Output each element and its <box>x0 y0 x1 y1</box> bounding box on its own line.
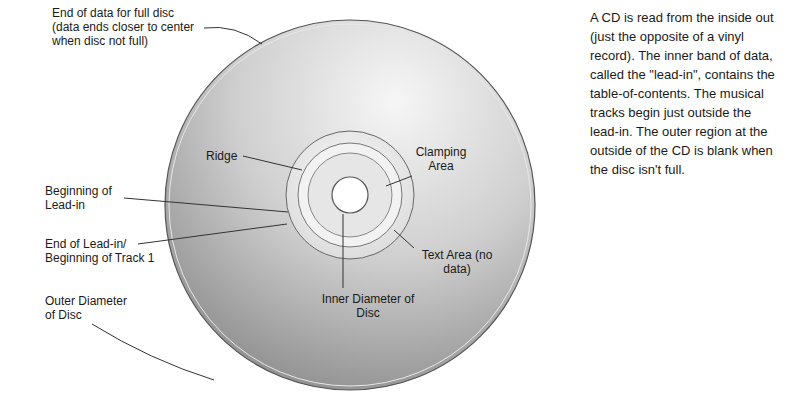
leader-lines <box>92 27 414 380</box>
callout-label: Clamping Area <box>405 145 477 173</box>
callout-label: Inner Diameter of Disc <box>318 292 418 320</box>
ridge-ring <box>298 143 402 247</box>
center-hole <box>332 177 368 213</box>
outer-edge <box>169 24 531 386</box>
callout-label: End of Lead-in/ Beginning of Track 1 <box>45 237 167 265</box>
callout-label: Outer Diameter of Disc <box>45 294 137 322</box>
leader-line <box>243 156 302 170</box>
callout-label: End of data for full disc (data ends clo… <box>52 6 202 48</box>
leader-line <box>124 198 288 212</box>
explanatory-note: A CD is read from the inside out (just t… <box>590 8 780 179</box>
leader-line <box>92 324 214 380</box>
callout-label: Ridge <box>206 149 246 163</box>
clamping-ring <box>308 153 392 237</box>
callout-label: Beginning of Lead-in <box>45 184 123 212</box>
disc <box>165 20 535 390</box>
leader-line <box>386 176 412 186</box>
callout-label: Text Area (no data) <box>416 248 498 276</box>
leader-line <box>138 224 287 244</box>
leader-line <box>394 230 414 248</box>
leader-line <box>343 214 344 288</box>
leader-line <box>204 27 262 44</box>
lead-in-ring <box>286 131 414 259</box>
